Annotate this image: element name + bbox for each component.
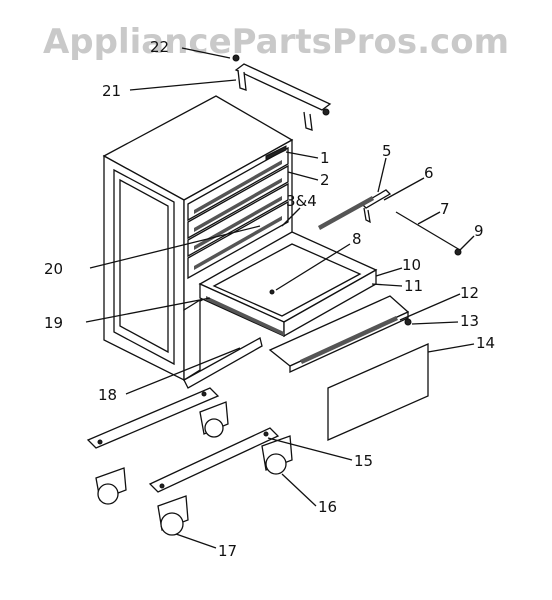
- part-labels: 22 21 1 2 3&4 5 6 7 9 8 10 11 12 13 14 2…: [44, 38, 495, 560]
- label-13: 13: [460, 312, 479, 330]
- slide-parts: [318, 189, 462, 256]
- label-22: 22: [150, 38, 169, 56]
- label-9: 9: [474, 222, 484, 240]
- label-11: 11: [404, 277, 423, 295]
- label-5: 5: [382, 142, 392, 160]
- label-20: 20: [44, 260, 63, 278]
- drawer-tray: [268, 295, 412, 374]
- drawer-fronts: [187, 145, 289, 280]
- casters: [86, 387, 293, 536]
- label-19: 19: [44, 314, 63, 332]
- label-17: 17: [218, 542, 237, 560]
- label-10: 10: [402, 256, 421, 274]
- label-14: 14: [476, 334, 495, 352]
- label-16: 16: [318, 498, 337, 516]
- label-2: 2: [320, 171, 330, 189]
- drawer-front-panel: [327, 343, 429, 441]
- label-6: 6: [424, 164, 434, 182]
- leader-lines: [85, 47, 475, 549]
- label-7: 7: [440, 200, 450, 218]
- label-1: 1: [320, 149, 330, 167]
- label-8: 8: [352, 230, 362, 248]
- label-18: 18: [98, 386, 117, 404]
- label-12: 12: [460, 284, 479, 302]
- label-15: 15: [354, 452, 373, 470]
- handle: [232, 54, 332, 131]
- label-3-4: 3&4: [286, 192, 317, 210]
- label-21: 21: [102, 82, 121, 100]
